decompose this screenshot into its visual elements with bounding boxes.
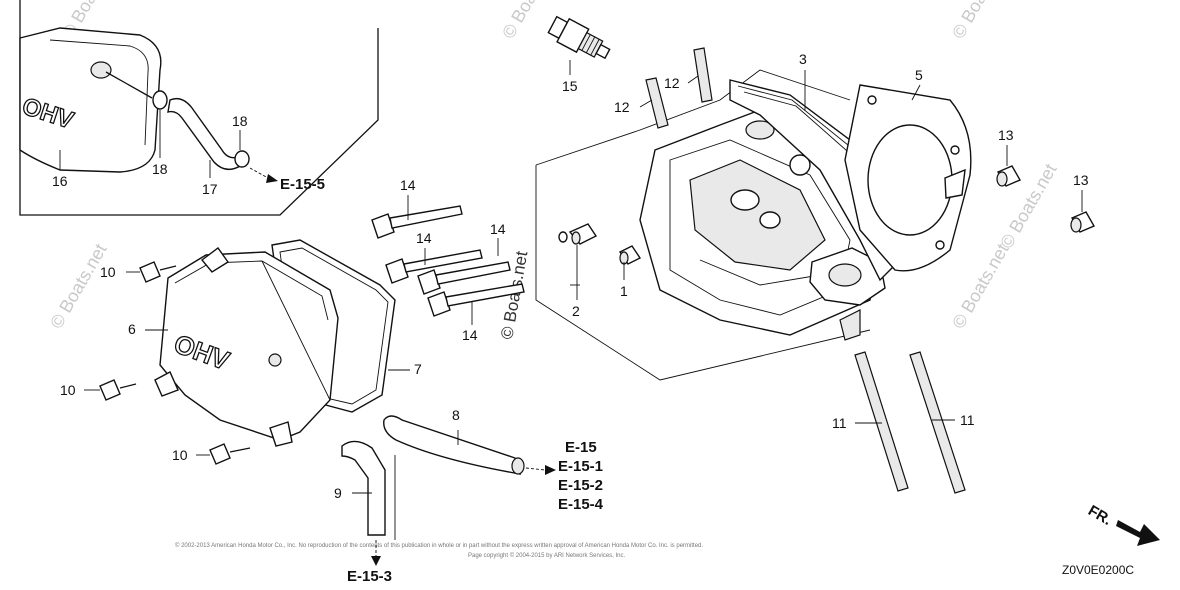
valve-cover-6: OHV bbox=[154, 247, 339, 447]
studs-11 bbox=[854, 351, 966, 494]
watermark-top-right: © Boats.net bbox=[948, 0, 1012, 42]
callout-1: 1 bbox=[620, 283, 628, 299]
dowels-13 bbox=[996, 165, 1095, 233]
callout-18-left: 18 bbox=[152, 161, 168, 177]
ref-breather-4[interactable]: E-15-4 bbox=[558, 496, 604, 513]
direction-indicator: FR. bbox=[1085, 502, 1160, 546]
copyright-line-1: © 2002-2013 American Honda Motor Co., In… bbox=[175, 542, 703, 549]
drain-tube-9 bbox=[341, 440, 396, 566]
callout-2: 2 bbox=[572, 303, 580, 319]
bolts-10 bbox=[99, 261, 251, 465]
callout-6: 6 bbox=[128, 321, 136, 337]
ref-breather-1[interactable]: E-15 bbox=[565, 439, 597, 456]
copyright-line-2: Page copyright © 2004-2015 by ARI Networ… bbox=[468, 552, 625, 559]
callout-14-c: 14 bbox=[490, 221, 506, 237]
section-references: E-15-5 E-15 E-15-1 E-15-2 E-15-4 E-15-3 bbox=[280, 176, 604, 585]
callout-14-b: 14 bbox=[416, 230, 432, 246]
callout-3: 3 bbox=[799, 51, 807, 67]
watermark-mid-right: © Boats.net bbox=[948, 240, 1012, 332]
callout-16: 16 bbox=[52, 173, 68, 189]
watermark-mid-left: © Boats.net bbox=[46, 240, 110, 332]
callout-12-right: 12 bbox=[664, 75, 680, 91]
callout-14-d: 14 bbox=[462, 327, 478, 343]
breather-tube-8 bbox=[383, 415, 556, 475]
callout-18-right: 18 bbox=[232, 113, 248, 129]
callout-14-a: 14 bbox=[400, 177, 416, 193]
callout-11-left: 11 bbox=[832, 415, 847, 431]
diagram-code: Z0V0E0200C bbox=[1062, 563, 1134, 577]
ref-breather-2[interactable]: E-15-1 bbox=[558, 458, 603, 475]
callout-5: 5 bbox=[915, 67, 923, 83]
ref-drain[interactable]: E-15-3 bbox=[347, 568, 392, 585]
callout-13-right: 13 bbox=[1073, 172, 1089, 188]
callout-13-left: 13 bbox=[998, 127, 1014, 143]
gasket-5 bbox=[844, 84, 972, 272]
callout-15: 15 bbox=[562, 78, 578, 94]
leader-lines bbox=[59, 60, 1083, 494]
spark-plug bbox=[547, 15, 611, 60]
callouts: 1 2 3 5 6 7 8 9 10 10 10 11 11 12 12 13 … bbox=[52, 51, 1089, 501]
front-arrow-icon bbox=[1116, 520, 1160, 546]
callout-7: 7 bbox=[414, 361, 422, 377]
small-parts bbox=[558, 223, 642, 265]
direction-label: FR. bbox=[1085, 502, 1114, 529]
callout-9: 9 bbox=[334, 485, 342, 501]
bolts-14 bbox=[371, 205, 525, 317]
callout-10-mid: 10 bbox=[60, 382, 76, 398]
studs-12 bbox=[645, 47, 713, 129]
ref-inset[interactable]: E-15-5 bbox=[280, 176, 325, 193]
inset-box: OHV bbox=[18, 0, 379, 216]
callout-17: 17 bbox=[202, 181, 218, 197]
callout-10-top: 10 bbox=[100, 264, 116, 280]
ref-breather-3[interactable]: E-15-2 bbox=[558, 477, 603, 494]
callout-8: 8 bbox=[452, 407, 460, 423]
callout-10-bottom: 10 bbox=[172, 447, 188, 463]
callout-11-right: 11 bbox=[960, 412, 975, 428]
callout-12-left: 12 bbox=[614, 99, 630, 115]
